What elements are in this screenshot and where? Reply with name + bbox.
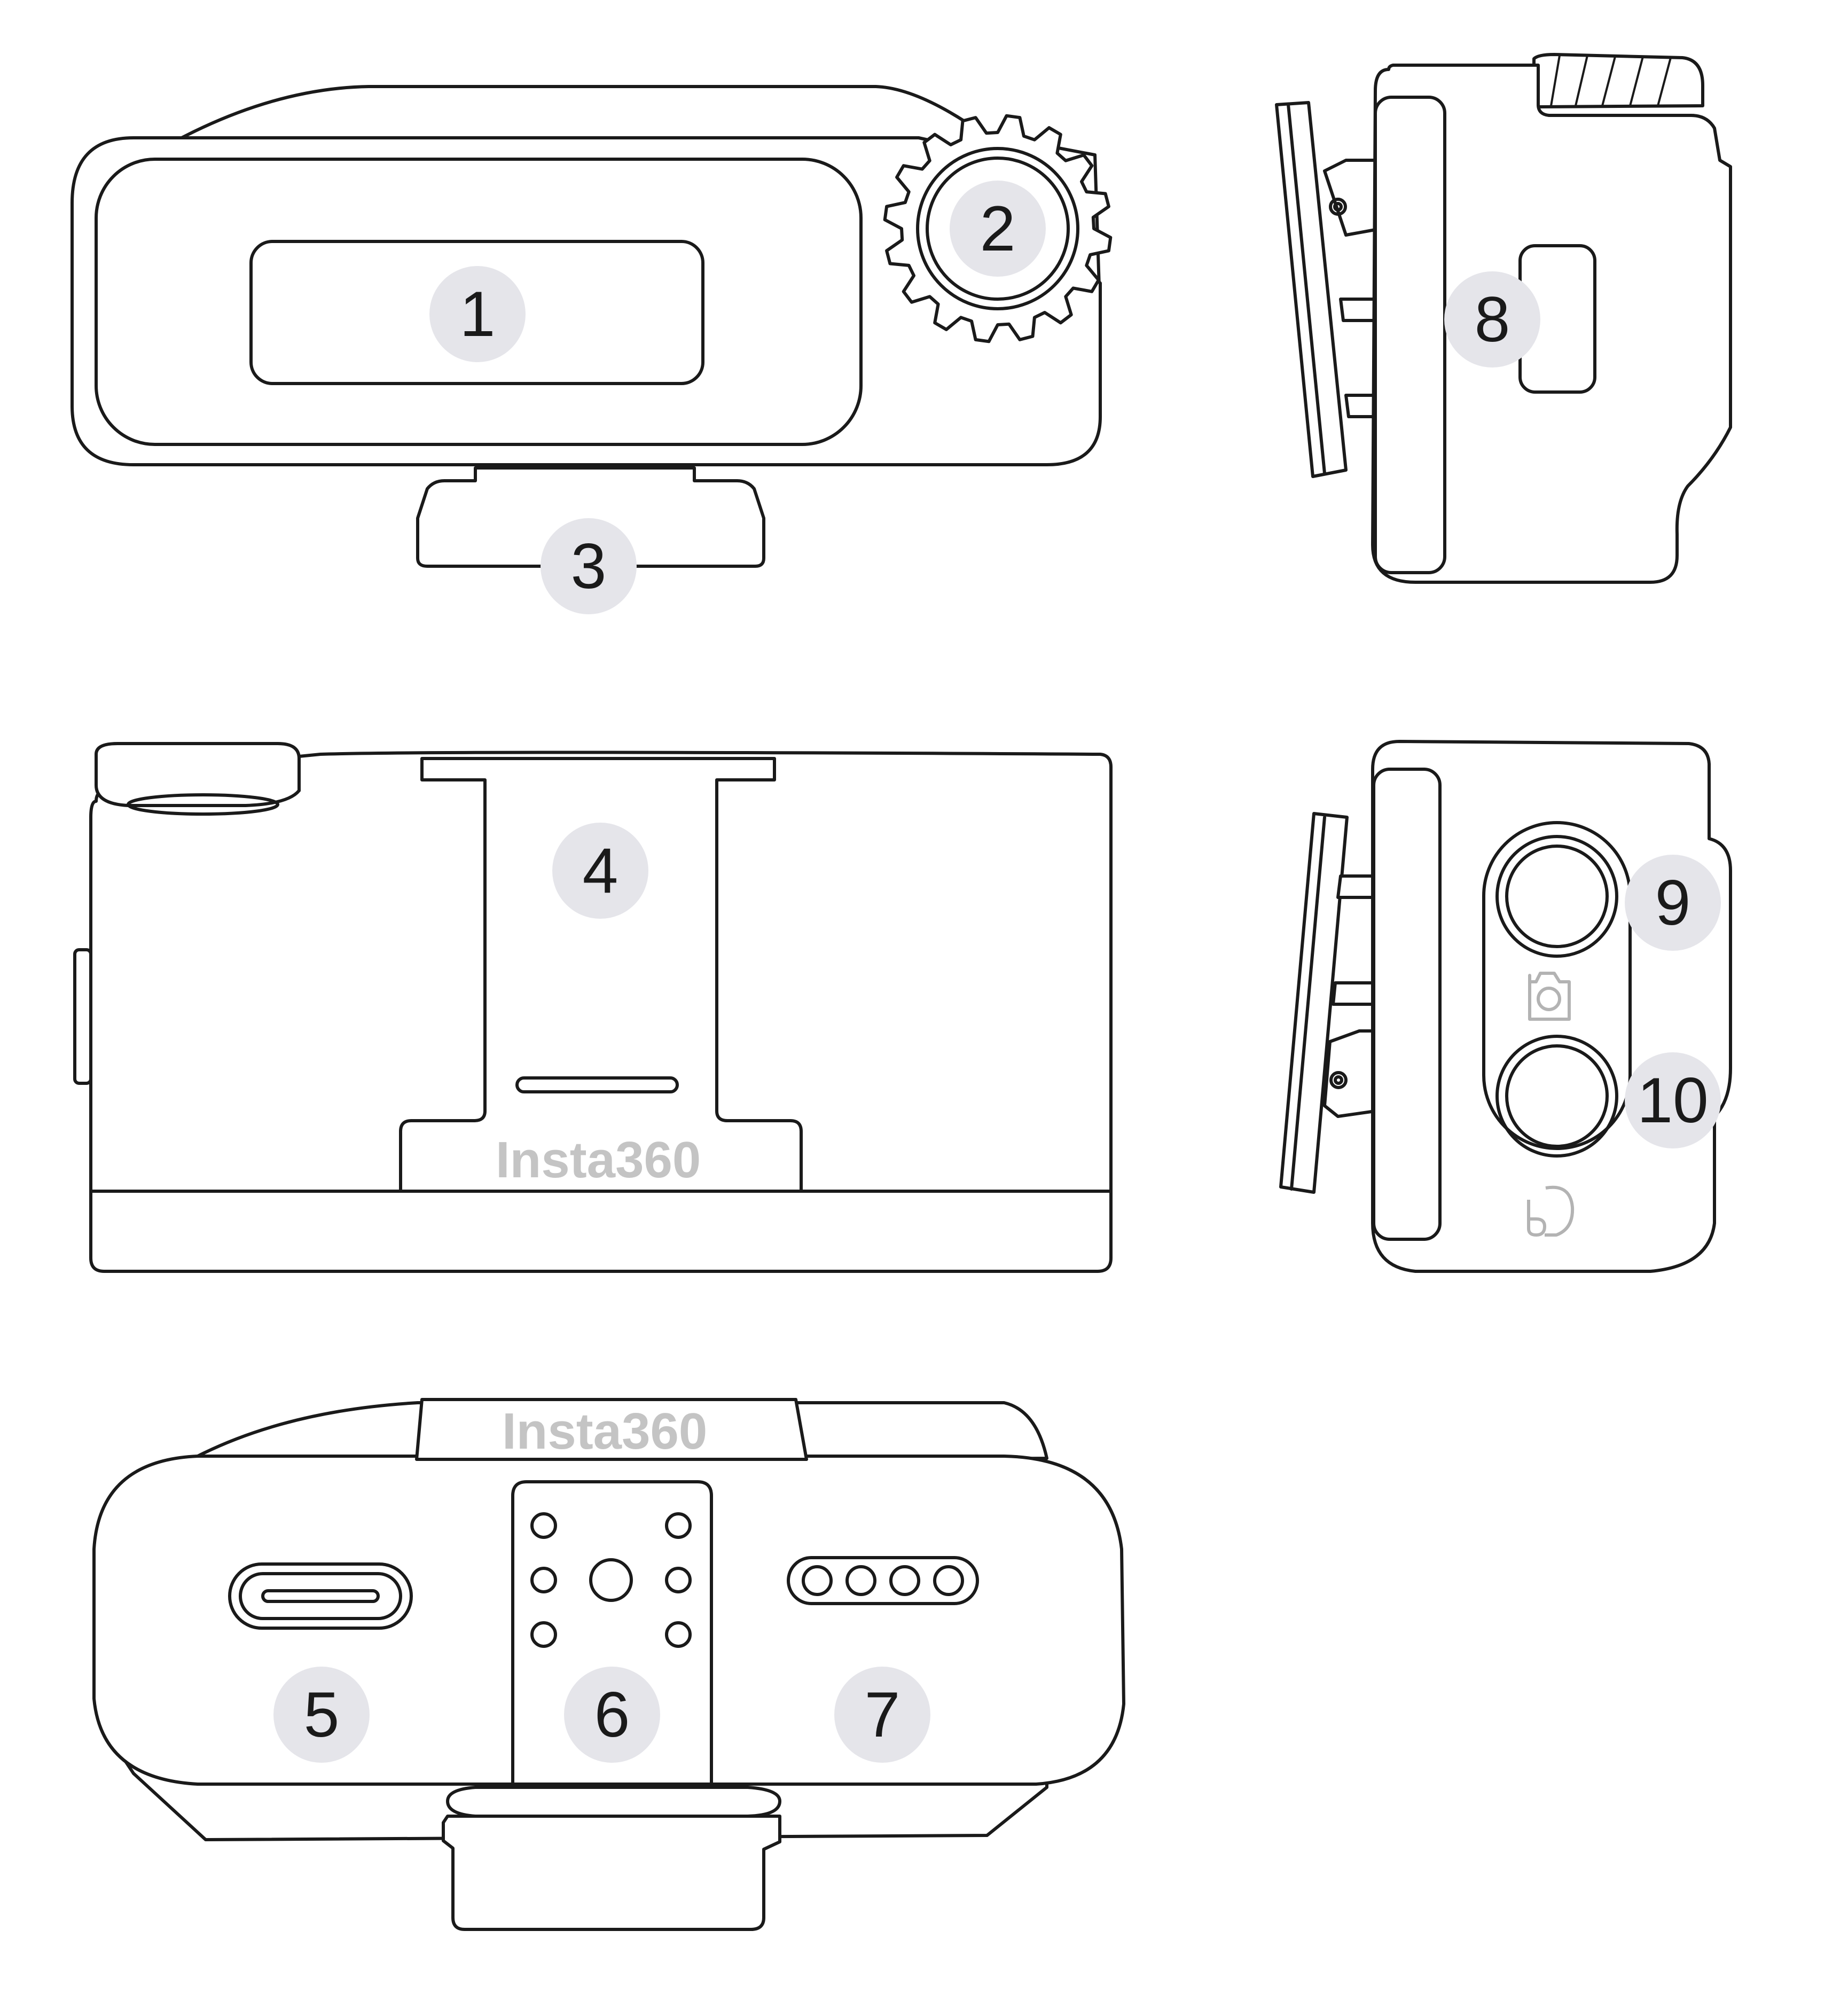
bottom-top-tab bbox=[415, 1398, 808, 1461]
callout-2: 2 bbox=[950, 181, 1046, 277]
screen bbox=[249, 240, 704, 385]
mode-button[interactable] bbox=[1505, 1044, 1609, 1148]
brand-logo-bottom: Insta360 bbox=[502, 1403, 707, 1460]
shutter-button[interactable] bbox=[1505, 845, 1609, 948]
callout-8: 8 bbox=[1444, 271, 1540, 368]
side-button[interactable] bbox=[73, 948, 92, 1085]
callout-6: 6 bbox=[564, 1667, 660, 1763]
svg-text:2: 2 bbox=[980, 193, 1016, 264]
svg-text:5: 5 bbox=[304, 1679, 340, 1750]
callout-9: 9 bbox=[1625, 855, 1721, 951]
mount-screw-hole bbox=[589, 1558, 633, 1602]
clip-screw-lower bbox=[1329, 1071, 1348, 1089]
callout-4: 4 bbox=[552, 823, 648, 919]
bottom-shoe-base bbox=[446, 1786, 781, 1818]
side-body-lower bbox=[1371, 740, 1732, 1273]
loop-icon bbox=[1527, 1185, 1575, 1237]
side-view-upper bbox=[1275, 53, 1732, 584]
usb-c-port-outer[interactable] bbox=[228, 1562, 413, 1630]
clip-plate-lower bbox=[1279, 812, 1349, 1194]
svg-text:10: 10 bbox=[1637, 1065, 1708, 1136]
clip-bracket-mid bbox=[1339, 298, 1377, 322]
pogo-pin-strip bbox=[787, 1556, 979, 1605]
side-body-upper bbox=[1371, 64, 1732, 584]
clip-bracket-lower-2 bbox=[1332, 981, 1377, 1006]
clip-plate-edge bbox=[1287, 103, 1326, 475]
side-panel-lower bbox=[1372, 768, 1442, 1241]
clip-slot bbox=[515, 1076, 679, 1093]
svg-text:9: 9 bbox=[1655, 867, 1691, 939]
svg-text:6: 6 bbox=[594, 1679, 630, 1750]
back-body bbox=[89, 751, 1113, 1273]
clip-bracket-lower-1 bbox=[1336, 874, 1377, 899]
svg-text:1: 1 bbox=[460, 278, 496, 350]
shoe-mount bbox=[416, 466, 765, 568]
mount-plate bbox=[511, 1480, 713, 1786]
callout-5: 5 bbox=[273, 1667, 370, 1763]
callout-7: 7 bbox=[834, 1667, 930, 1763]
bottom-view: Insta360 bbox=[92, 1398, 1125, 1931]
callout-10: 10 bbox=[1625, 1052, 1721, 1148]
side-view-lower bbox=[1279, 740, 1732, 1273]
top-view bbox=[71, 85, 1113, 568]
clip-screw-top bbox=[1329, 198, 1347, 216]
camera-icon bbox=[1528, 972, 1571, 1021]
brand-logo-back: Insta360 bbox=[496, 1131, 701, 1189]
clip-plate bbox=[1275, 101, 1348, 478]
clip-bracket-low bbox=[1344, 394, 1377, 418]
clip-bracket-top bbox=[1323, 159, 1377, 237]
usb-c-port[interactable] bbox=[239, 1572, 402, 1620]
shutter-button-ring[interactable] bbox=[1495, 835, 1618, 958]
dial-cap[interactable] bbox=[926, 157, 1070, 301]
callout-3: 3 bbox=[541, 518, 637, 614]
back-view: Insta360 bbox=[73, 742, 1113, 1273]
dial-ring[interactable] bbox=[916, 147, 1079, 310]
side-panel-upper bbox=[1374, 96, 1446, 574]
back-dial[interactable] bbox=[95, 742, 301, 807]
mode-button-ring[interactable] bbox=[1495, 1035, 1618, 1158]
button-panel bbox=[1482, 821, 1632, 1150]
callout-1: 1 bbox=[429, 266, 526, 362]
svg-text:4: 4 bbox=[583, 835, 618, 906]
bottom-shoe bbox=[442, 1815, 781, 1931]
svg-text:7: 7 bbox=[865, 1679, 900, 1750]
svg-text:3: 3 bbox=[571, 530, 607, 602]
svg-text:8: 8 bbox=[1475, 284, 1510, 355]
